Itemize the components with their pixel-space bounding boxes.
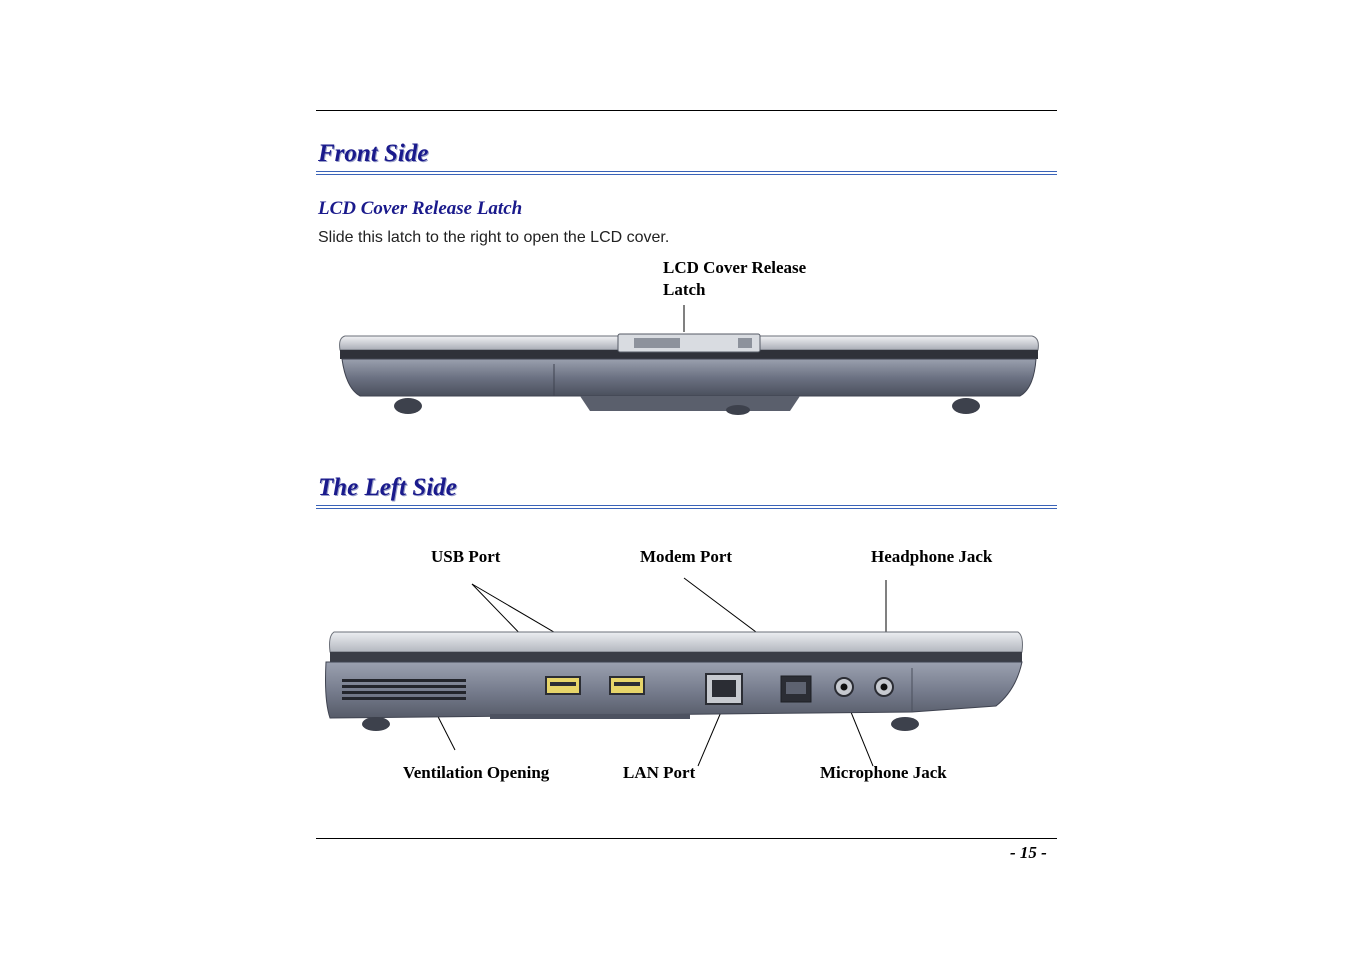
lcd-latch-description: Slide this latch to the right to open th…	[318, 229, 670, 246]
lcd-latch-subheading: LCD Cover Release Latch	[318, 198, 523, 219]
ventilation-opening-label: Ventilation Opening	[403, 763, 550, 782]
footer-rule	[316, 838, 1057, 839]
microphone-jack-label: Microphone Jack	[820, 763, 947, 782]
vent-slots	[342, 679, 466, 700]
lan-port-label: LAN Port	[623, 763, 696, 782]
front-side-rule	[316, 171, 1057, 175]
front-side-heading: Front Side	[318, 140, 429, 167]
usb-port-label: USB Port	[431, 547, 501, 566]
lcd-latch-callout-line2: Latch	[663, 280, 706, 299]
modem-port-label: Modem Port	[640, 547, 733, 566]
left-side-heading: The Left Side	[318, 474, 457, 501]
headphone-jack-label: Headphone Jack	[871, 547, 993, 566]
lcd-latch-callout-line1: LCD Cover Release	[663, 258, 807, 277]
page-number: - 15 -	[1010, 843, 1047, 862]
left-side-rule	[316, 505, 1057, 509]
header-rule	[316, 110, 1057, 111]
